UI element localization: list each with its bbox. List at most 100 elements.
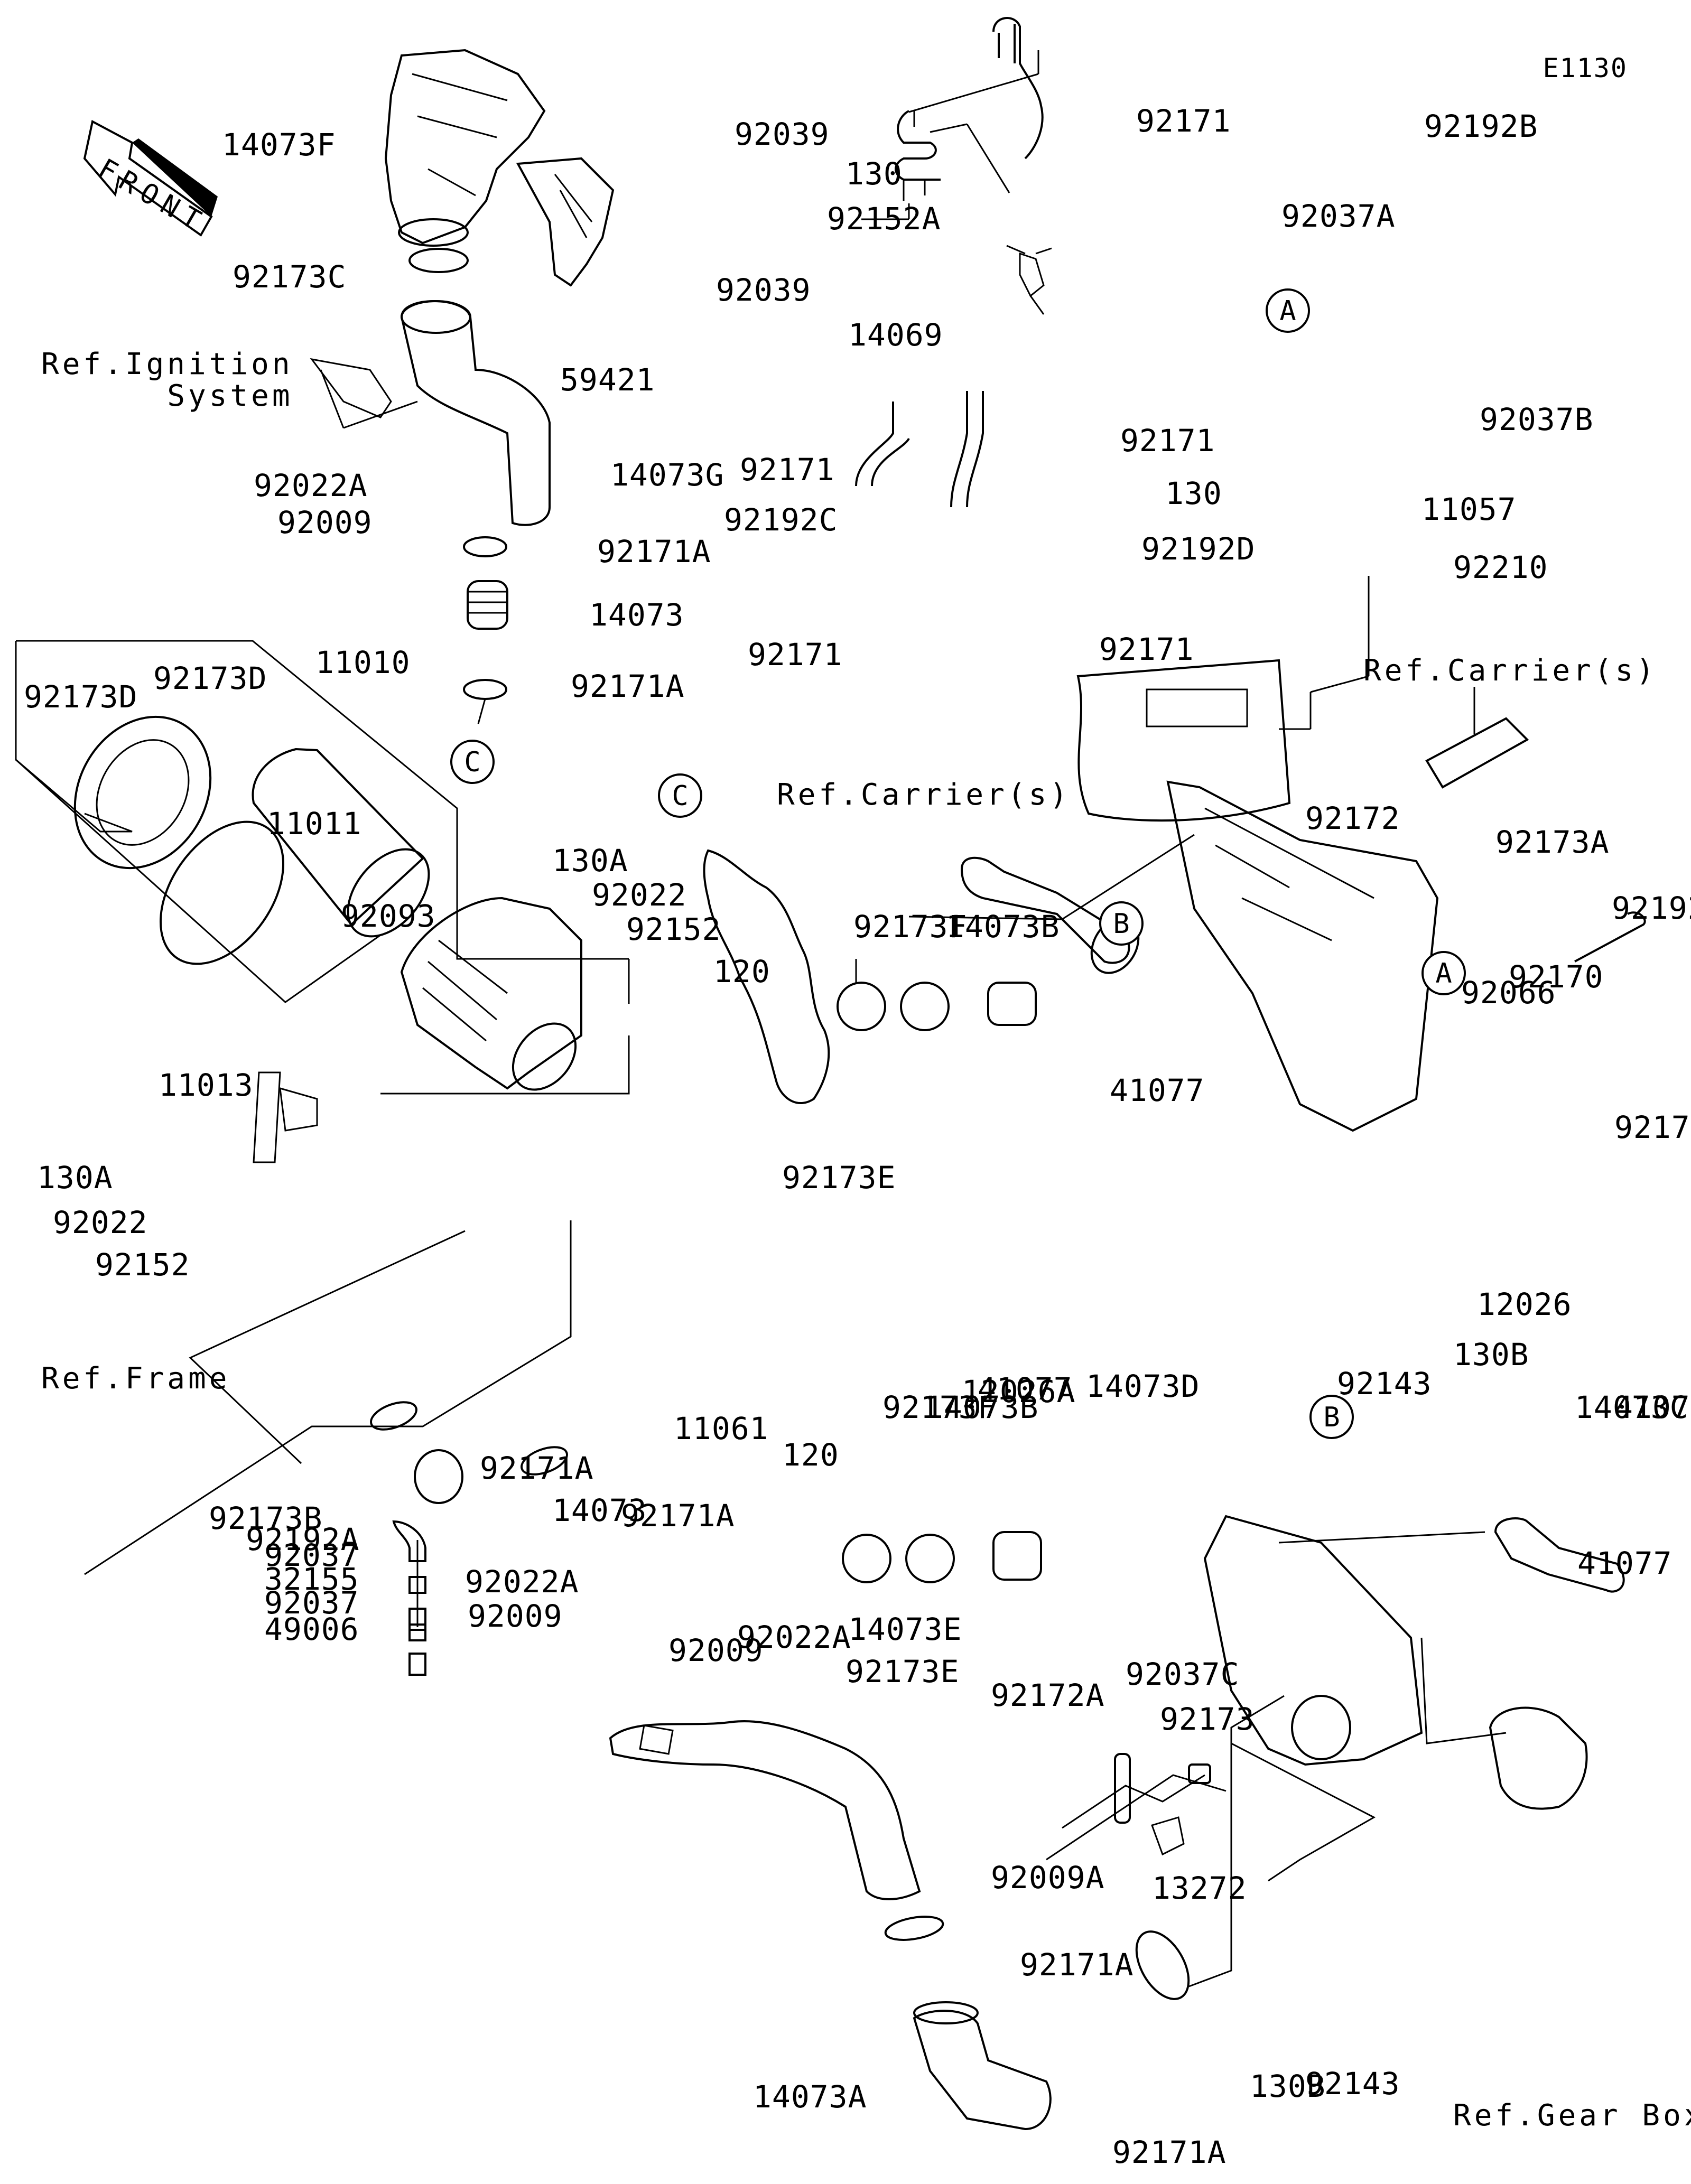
part-label[interactable]: 92143 [1305, 2066, 1400, 2102]
part-label[interactable]: 92022A [254, 468, 368, 503]
callout-b[interactable]: B [1099, 901, 1144, 946]
part-label[interactable]: 92022A [465, 1564, 579, 1600]
part-label[interactable]: 130A [552, 843, 628, 879]
ref-carrier[interactable]: Ref.Carrier(s) [777, 778, 1071, 812]
part-label[interactable]: 92173E [846, 1654, 960, 1690]
part-label[interactable]: 130 [846, 156, 903, 192]
part-label[interactable]: 92192D [1141, 531, 1256, 567]
part-label[interactable]: 92171A [597, 534, 711, 570]
part-label[interactable]: 92171 [748, 637, 843, 673]
part-label[interactable]: 49006 [264, 1611, 359, 1647]
callout-c[interactable]: C [658, 773, 702, 818]
part-label[interactable]: 14073B [925, 1389, 1039, 1425]
part-label[interactable]: 92009 [468, 1598, 563, 1634]
part-label[interactable]: 11010 [315, 645, 411, 680]
part-label[interactable]: 14073F [222, 127, 336, 163]
part-label[interactable]: 92066 [1461, 975, 1556, 1011]
part-label[interactable]: 92143 [1337, 1366, 1432, 1402]
part-label[interactable]: 92022A [737, 1619, 851, 1655]
part-label[interactable]: 14073 [552, 1492, 647, 1528]
part-label[interactable]: 92152A [827, 201, 941, 237]
part-label[interactable]: 12026 [1477, 1286, 1572, 1322]
part-label[interactable]: 92039 [735, 116, 830, 152]
part-label[interactable]: 120 [713, 954, 770, 990]
part-label[interactable]: 92173 [1160, 1701, 1255, 1737]
part-label[interactable]: 32155 [264, 1561, 359, 1597]
part-label[interactable]: 14073E [848, 1611, 962, 1647]
part-label[interactable]: 92210 [1453, 549, 1548, 585]
part-label[interactable]: 14069 [848, 317, 943, 353]
part-label[interactable]: 92173F [853, 909, 968, 945]
part-label[interactable]: 14073D [1086, 1368, 1200, 1404]
part-label[interactable]: 11057 [1421, 491, 1517, 527]
part-label[interactable]: 92171 [740, 452, 835, 488]
part-label[interactable]: 92173A [1495, 824, 1610, 860]
part-label[interactable]: 14073 [589, 597, 684, 633]
part-label[interactable]: 92173B [209, 1500, 323, 1536]
ref-gear-box[interactable]: Ref.Gear Box [1453, 2098, 1691, 2133]
part-label[interactable]: 92192C [724, 502, 838, 538]
part-label[interactable]: 92037 [264, 1537, 359, 1573]
part-label[interactable]: 41077 [1577, 1545, 1673, 1581]
part-label[interactable]: 92173E [782, 1160, 896, 1196]
part-label[interactable]: 41077 [1110, 1072, 1205, 1108]
callout-a[interactable]: A [1421, 951, 1466, 995]
part-label[interactable]: 92171 [1120, 423, 1215, 459]
part-label[interactable]: 92037 [264, 1585, 359, 1621]
part-label[interactable]: 92022 [592, 877, 687, 913]
part-label[interactable]: 92172A [991, 1677, 1105, 1713]
part-label[interactable]: 11061 [674, 1411, 769, 1446]
part-label[interactable]: 92009 [277, 505, 373, 540]
part-label[interactable]: 12026A [962, 1374, 1076, 1410]
part-label[interactable]: 92171A [1020, 1947, 1134, 1983]
part-label[interactable]: 14073B [946, 909, 1060, 945]
part-label[interactable]: 14073C [1575, 1389, 1689, 1425]
part-label[interactable]: 92152 [95, 1247, 190, 1283]
callout-c[interactable]: C [450, 740, 495, 784]
part-label[interactable]: 130 [1165, 475, 1222, 511]
ref-carrier[interactable]: Ref.Carrier(s) [1363, 654, 1658, 688]
callout-a[interactable]: A [1266, 288, 1310, 333]
ref-ignition-system[interactable]: Ref.Ignition System [41, 347, 293, 413]
part-label[interactable]: 92173C [233, 259, 347, 295]
part-label[interactable]: 92009 [668, 1632, 764, 1668]
part-label[interactable]: 14073A [753, 2079, 867, 2115]
part-label[interactable]: 92171 [1099, 631, 1194, 667]
part-label[interactable]: 14073G [610, 457, 724, 493]
part-label[interactable]: 92037B [1480, 402, 1594, 437]
part-label[interactable]: 92037A [1281, 198, 1396, 234]
part-label[interactable]: 92152 [626, 911, 721, 947]
part-label[interactable]: 11011 [267, 806, 362, 842]
part-label[interactable]: 92171A [621, 1498, 735, 1534]
part-label[interactable]: 59421 [560, 362, 655, 398]
part-label[interactable]: 92171A [480, 1450, 594, 1486]
callout-b[interactable]: B [1309, 1395, 1354, 1439]
part-label[interactable]: 92173D [153, 660, 267, 696]
part-label[interactable]: 92173F [882, 1389, 997, 1425]
part-label[interactable]: 130B [1250, 2068, 1326, 2104]
part-label[interactable]: 41077 [1614, 1389, 1691, 1425]
ref-frame[interactable]: Ref.Frame [41, 1361, 230, 1396]
part-label[interactable]: 92170 [1614, 1109, 1691, 1145]
part-label[interactable]: 92022 [53, 1205, 148, 1240]
part-label[interactable]: 92172 [1305, 800, 1400, 836]
part-label[interactable]: 13272 [1152, 1870, 1247, 1906]
part-label[interactable]: 130A [37, 1160, 113, 1196]
part-label[interactable]: 92173D [24, 679, 138, 715]
part-label[interactable]: 92009A [991, 1860, 1105, 1896]
part-label[interactable]: 92192 [1612, 890, 1691, 926]
part-label[interactable]: 92171A [571, 668, 685, 704]
part-label[interactable]: 11013 [159, 1067, 254, 1103]
part-label[interactable]: 41077 [978, 1371, 1073, 1407]
part-label[interactable]: 92171A [1112, 2134, 1227, 2170]
part-label[interactable]: 92093 [341, 898, 436, 934]
part-label[interactable]: 120 [782, 1437, 839, 1473]
part-label[interactable]: 92192A [246, 1522, 360, 1557]
part-label[interactable]: 130B [1453, 1337, 1529, 1373]
part-label[interactable]: 92171 [1136, 103, 1231, 139]
part-label[interactable]: 92039 [716, 272, 811, 308]
cover-59421 [516, 157, 615, 287]
part-label[interactable]: 92170 [1509, 959, 1604, 995]
part-label[interactable]: 92037C [1126, 1656, 1240, 1692]
part-label[interactable]: 92192B [1424, 108, 1538, 144]
